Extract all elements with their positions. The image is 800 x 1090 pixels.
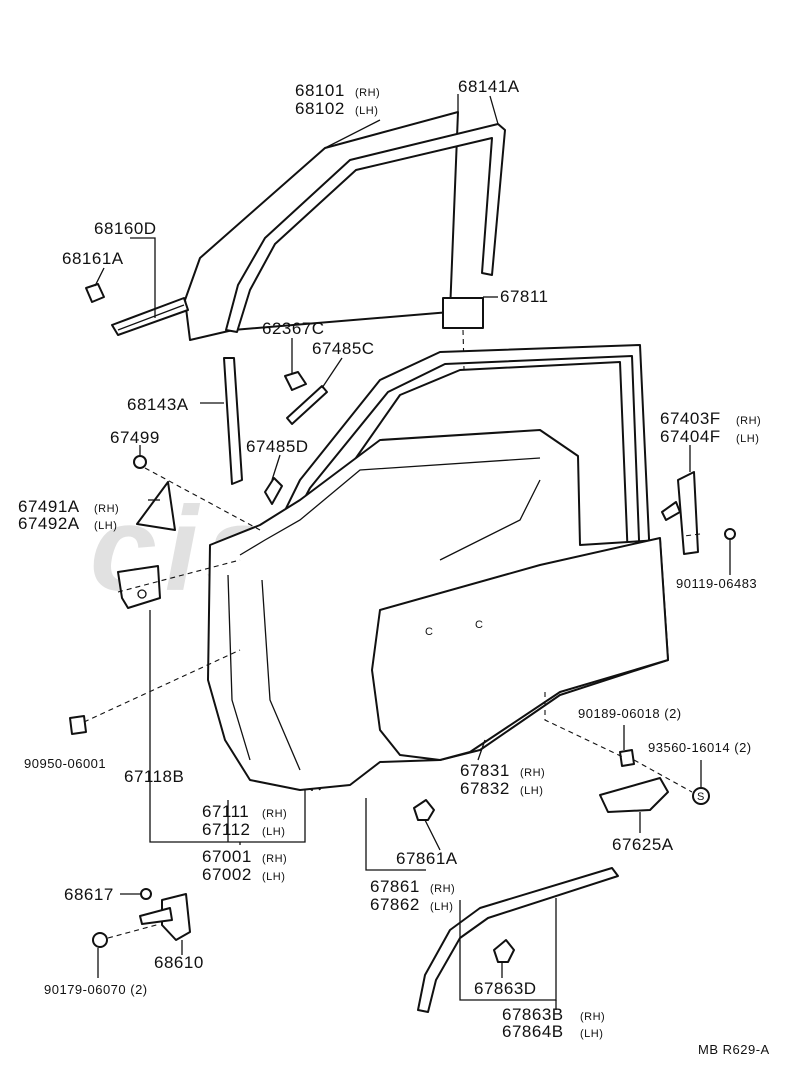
svg-text:C: C bbox=[425, 626, 433, 638]
label-68161a: 68161A bbox=[62, 249, 124, 268]
label-67864b-lh: (LH) bbox=[580, 1028, 603, 1040]
label-67861-rh: (RH) bbox=[430, 883, 455, 895]
label-67625a: 67625A bbox=[612, 835, 674, 854]
plug bbox=[69, 715, 87, 735]
label-90189-06018: 90189-06018 (2) bbox=[578, 706, 682, 721]
label-67002-lh: (LH) bbox=[262, 871, 285, 883]
label-67863b-rh: (RH) bbox=[580, 1011, 605, 1023]
label-67403f-rh: (RH) bbox=[736, 415, 761, 427]
label-67404f-lh: (LH) bbox=[736, 433, 759, 445]
label-67811: 67811 bbox=[500, 287, 549, 306]
label-68102-lh: (LH) bbox=[355, 105, 378, 117]
lower-bracket: S bbox=[599, 749, 710, 813]
label-67832-lh: (LH) bbox=[520, 785, 543, 797]
seal-square bbox=[442, 297, 484, 329]
label-67861: 67861 bbox=[370, 877, 420, 896]
footer-code: MB R629-A bbox=[698, 1042, 770, 1057]
leader-lines bbox=[83, 94, 731, 1010]
label-90950-06001: 90950-06001 bbox=[24, 756, 106, 771]
label-67492a-lh: (LH) bbox=[94, 520, 117, 532]
svg-text:C: C bbox=[475, 619, 483, 631]
label-67111-rh: (RH) bbox=[262, 808, 287, 820]
label-68101-rh: (RH) bbox=[355, 87, 380, 99]
label-68617: 68617 bbox=[64, 885, 114, 904]
label-67403f: 67403F bbox=[660, 409, 721, 428]
corner-cover bbox=[133, 455, 176, 531]
label-67112: 67112 bbox=[202, 820, 251, 839]
label-67862: 67862 bbox=[370, 895, 420, 914]
label-67499: 67499 bbox=[110, 428, 160, 447]
label-67831: 67831 bbox=[460, 761, 510, 780]
label-68101: 68101 bbox=[295, 81, 345, 100]
label-67864b: 67864B bbox=[502, 1022, 564, 1041]
label-68102: 68102 bbox=[295, 99, 345, 118]
label-90119-06483: 90119-06483 bbox=[676, 576, 757, 591]
label-67831-rh: (RH) bbox=[520, 767, 545, 779]
part-labels: 68101 (RH) 68102 (LH) 68141A 68160D 6816… bbox=[18, 77, 770, 1057]
label-90179-06070: 90179-06070 (2) bbox=[44, 982, 148, 997]
s-symbol: S bbox=[697, 791, 705, 803]
label-67001-rh: (RH) bbox=[262, 853, 287, 865]
division-bar bbox=[223, 357, 243, 485]
label-67111: 67111 bbox=[202, 802, 249, 821]
outer-weatherstrip bbox=[85, 283, 189, 336]
label-67492a: 67492A bbox=[18, 514, 80, 533]
label-67863d: 67863D bbox=[474, 979, 537, 998]
label-67832: 67832 bbox=[460, 779, 510, 798]
label-67485c: 67485C bbox=[312, 339, 375, 358]
label-67404f: 67404F bbox=[660, 427, 721, 446]
label-67491a-rh: (RH) bbox=[94, 503, 119, 515]
label-68160d: 68160D bbox=[94, 219, 157, 238]
label-67861a: 67861A bbox=[396, 849, 458, 868]
label-67001: 67001 bbox=[202, 847, 252, 866]
trim-board: C C bbox=[371, 537, 669, 761]
label-68141a: 68141A bbox=[458, 77, 520, 96]
label-67491a: 67491A bbox=[18, 497, 80, 516]
glass-run-channel bbox=[225, 123, 506, 333]
label-67862-lh: (LH) bbox=[430, 901, 453, 913]
belt-weatherstrip bbox=[417, 867, 619, 1013]
label-67112-lh: (LH) bbox=[262, 826, 285, 838]
label-67863b: 67863B bbox=[502, 1005, 564, 1024]
label-93560-16014: 93560-16014 (2) bbox=[648, 740, 752, 755]
label-68610: 68610 bbox=[154, 953, 204, 972]
label-67118b: 67118B bbox=[124, 767, 184, 786]
label-68143a: 68143A bbox=[127, 395, 189, 414]
label-67002: 67002 bbox=[202, 865, 252, 884]
door-check bbox=[92, 888, 191, 948]
clips bbox=[264, 371, 328, 505]
clip-67861a bbox=[413, 799, 435, 821]
clip-67863d bbox=[493, 939, 515, 963]
screw-90119 bbox=[724, 528, 736, 540]
rear-channel bbox=[661, 471, 699, 555]
label-62367c: 62367C bbox=[262, 319, 325, 338]
label-67485d: 67485D bbox=[246, 437, 309, 456]
